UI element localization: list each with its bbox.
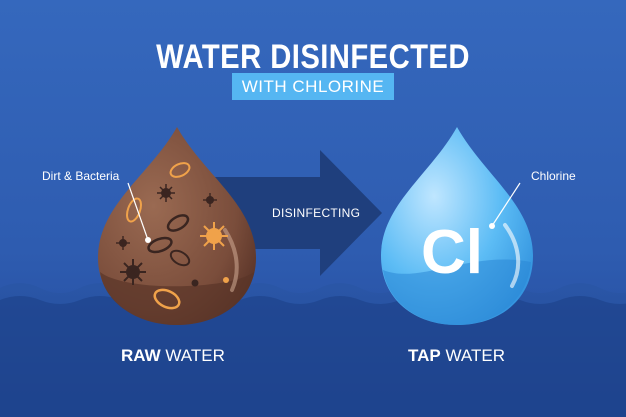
raw-water-drop	[98, 127, 256, 325]
tap-water-caption: TAP WATER	[408, 346, 505, 366]
bacteria-cluster	[116, 162, 229, 310]
dirt-bacteria-label: Dirt & Bacteria	[42, 169, 120, 183]
page-title: WATER DISINFECTED	[156, 38, 470, 76]
chlorine-symbol: Cl	[421, 218, 483, 287]
disinfecting-label: DISINFECTING	[272, 206, 361, 220]
tap-water-drop: Cl	[381, 127, 533, 325]
raw-water-caption: RAW WATER	[121, 346, 225, 366]
chlorine-label: Chlorine	[531, 169, 576, 183]
tap-caption-rest: WATER	[440, 346, 505, 365]
raw-caption-bold: RAW	[121, 346, 161, 365]
subtitle-badge: WITH CHLORINE	[232, 73, 394, 100]
tap-caption-bold: TAP	[408, 346, 441, 365]
callout-lines	[127, 182, 521, 243]
raw-caption-rest: WATER	[160, 346, 225, 365]
